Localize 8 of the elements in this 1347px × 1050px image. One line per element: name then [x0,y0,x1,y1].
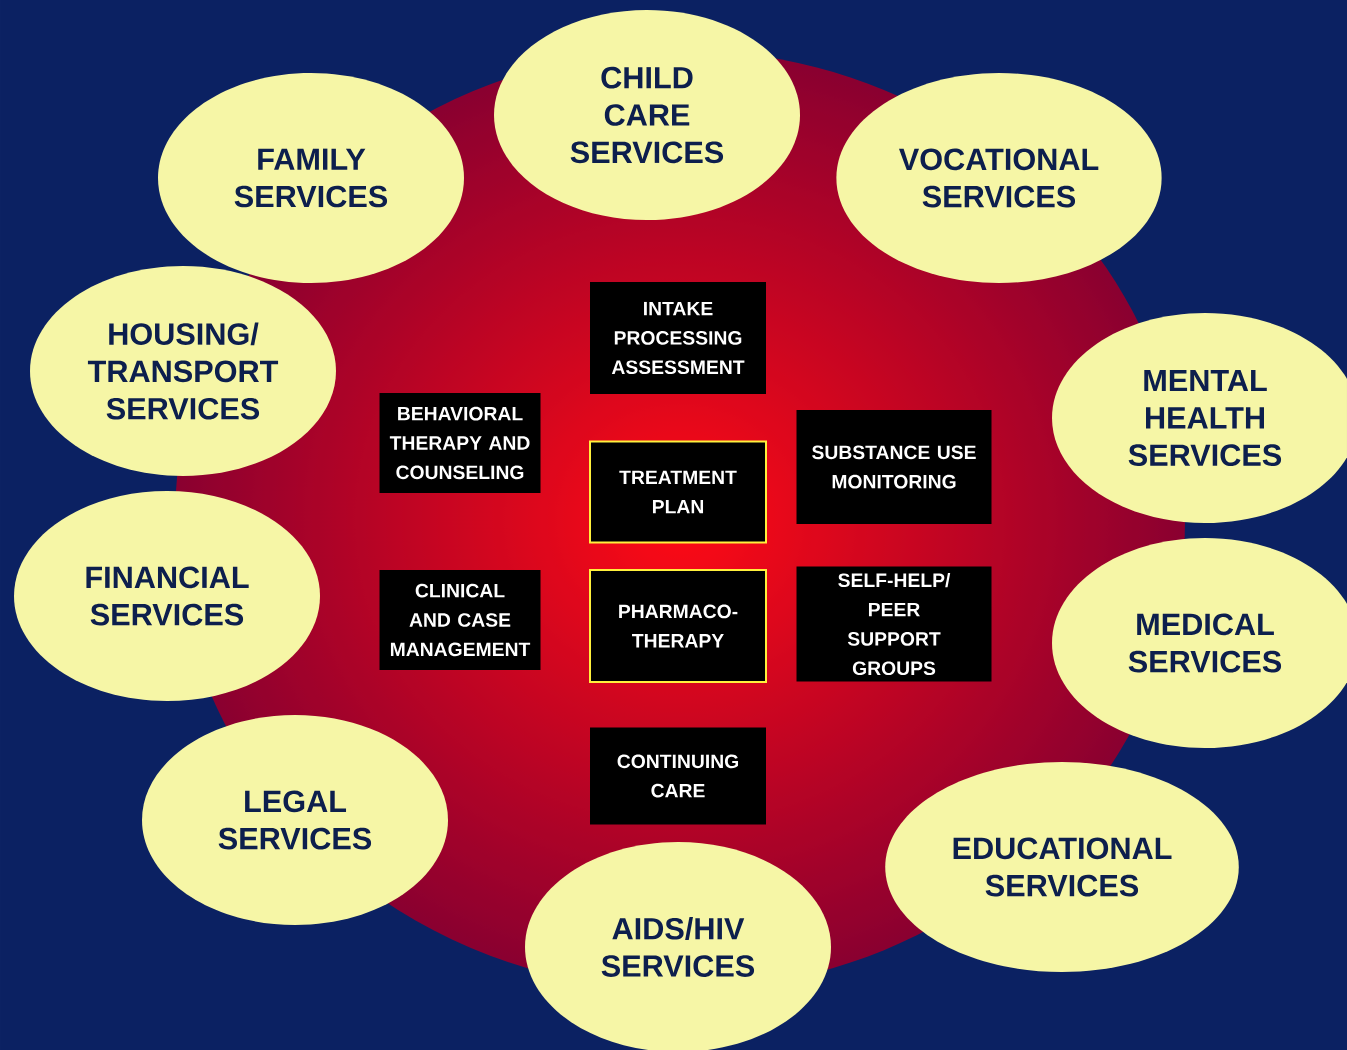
service-box: PHARMACO-THERAPY [589,569,767,683]
service-box: BEHAVIORAL THERAPY AND COUNSELING [379,393,541,493]
service-box: INTAKE PROCESSING ASSESSMENT [590,282,766,394]
service-box: TREATMENT PLAN [589,440,767,544]
service-box: CLINICAL AND CASE MANAGEMENT [379,570,541,670]
service-box: SUBSTANCE USE MONITORING [796,410,992,524]
service-box: CONTINUING CARE [590,727,766,825]
service-box: SELF-HELP/ PEER SUPPORT GROUPS [796,566,992,682]
